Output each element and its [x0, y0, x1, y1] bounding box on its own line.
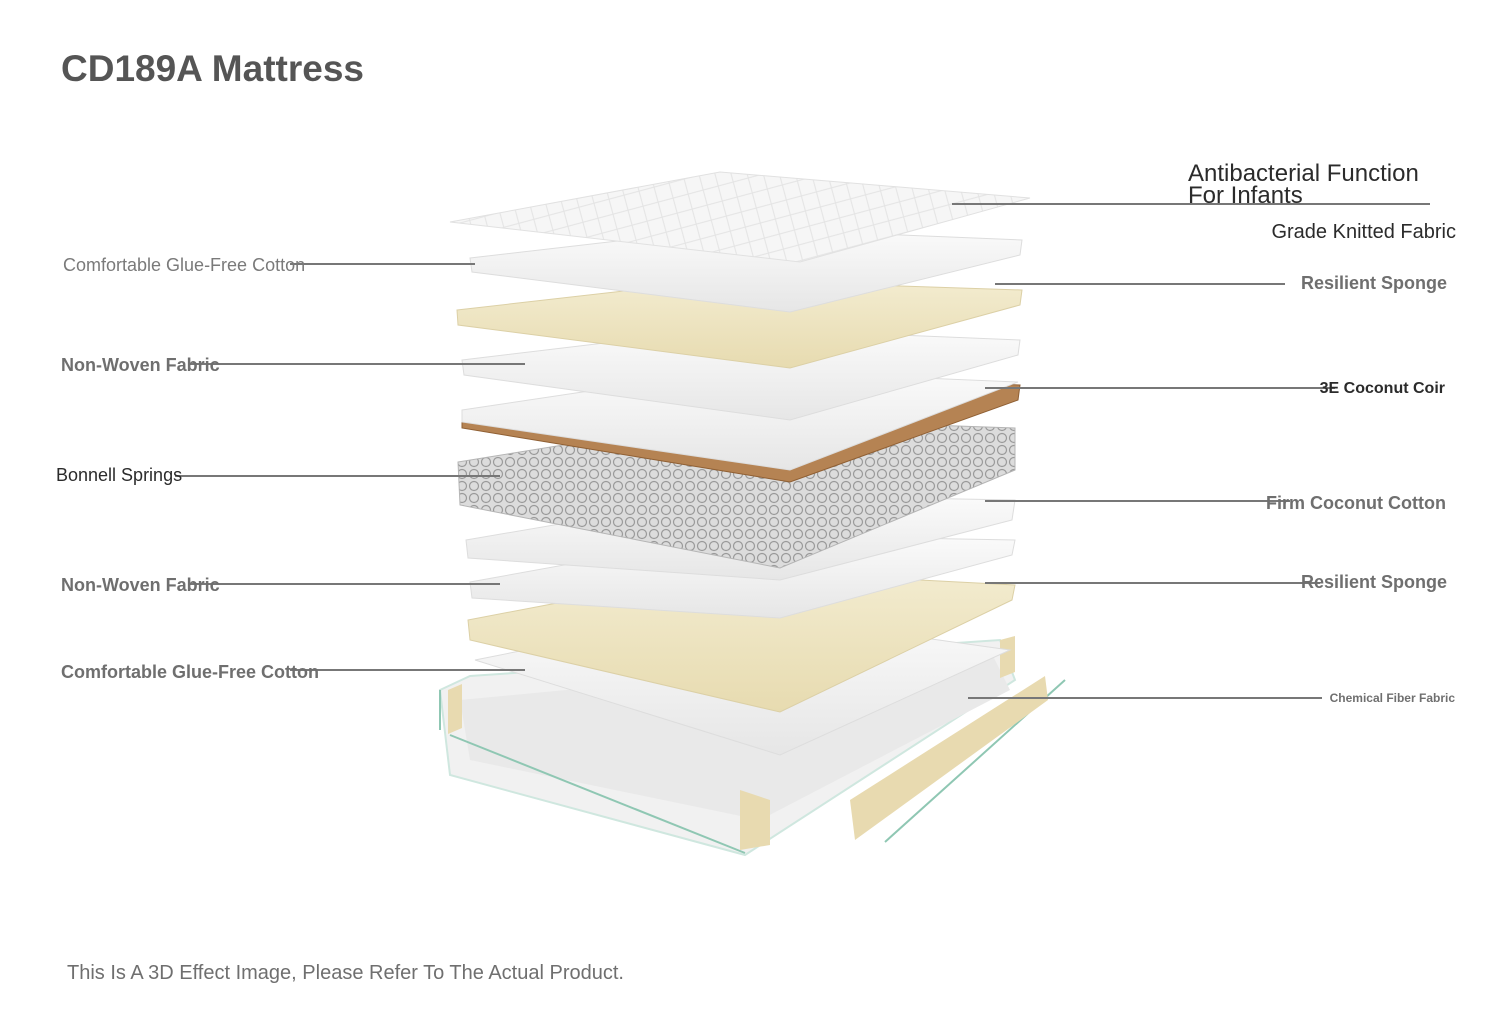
label-knitted-fabric: Grade Knitted Fabric: [1271, 221, 1456, 243]
label-chemical-fiber-fabric: Chemical Fiber Fabric: [1329, 691, 1455, 705]
label-non-woven-fabric-top: Non-Woven Fabric: [61, 355, 220, 375]
label-antibacterial-line1: Antibacterial Function: [1188, 160, 1419, 187]
label-antibacterial-line2: For Infants: [1188, 182, 1303, 209]
label-glue-free-cotton-bottom: Comfortable Glue-Free Cotton: [61, 662, 320, 682]
disclaimer-note: This Is A 3D Effect Image, Please Refer …: [67, 962, 624, 984]
label-resilient-sponge-top: Resilient Sponge: [1300, 273, 1447, 293]
diagram-title: CD189A Mattress: [61, 48, 364, 89]
label-resilient-sponge-bottom: Resilient Sponge: [1300, 572, 1447, 592]
layer-knitted-fabric: [449, 171, 1031, 263]
label-firm-coconut-cotton: Firm Coconut Cotton: [1266, 493, 1446, 513]
label-coconut-coir: 3E Coconut Coir: [1319, 380, 1445, 397]
label-bonnell-springs: Bonnell Springs: [56, 465, 183, 485]
label-glue-free-cotton-top: Comfortable Glue-Free Cotton: [63, 255, 306, 275]
label-non-woven-fabric-bottom: Non-Woven Fabric: [61, 575, 220, 595]
leader-lines: [175, 203, 1430, 699]
